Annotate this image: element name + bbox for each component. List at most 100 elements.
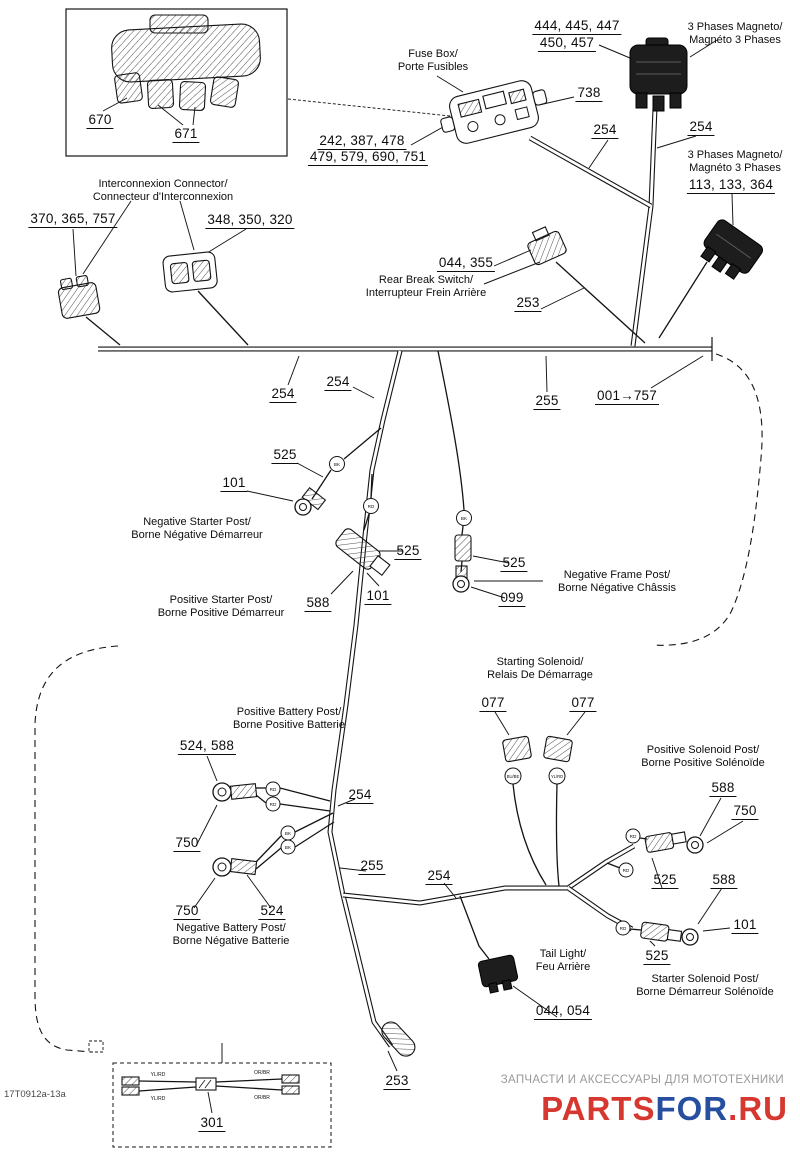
brand-ru: .RU: [728, 1090, 788, 1127]
fuse-box-component: [440, 80, 548, 144]
label-fuse-box-fr: Porte Fusibles: [397, 60, 469, 73]
label-negative-starter-post-fr: Borne Négative Démarreur: [131, 528, 263, 541]
multi-connector-670-671: [111, 14, 261, 112]
harness-lines: [98, 107, 713, 1048]
inset-reference-line: [287, 98, 451, 117]
callout-588-starter-solenoid: 588: [710, 872, 738, 889]
brand-for: FOR: [655, 1090, 729, 1127]
vehicle-outline-dashed: [34, 353, 763, 1053]
label-positive-solenoid-post-fr: Borne Positive Solénoïde: [641, 756, 765, 769]
wire-tag-rd: RD: [630, 834, 637, 839]
interconnect-connector-a: [57, 275, 101, 319]
callout-524-neg-battery: 524: [258, 903, 286, 920]
wire-tag-ylrd: YL/RD: [151, 1096, 166, 1102]
callout-525-pos-starter: 525: [394, 543, 422, 560]
callout-fusebox-line1: 242, 387, 478: [317, 133, 407, 150]
label-starting-solenoid: Starting Solenoid/ Relais De Démarrage: [487, 656, 593, 681]
label-rear-brake-switch-en: Rear Break Switch/: [378, 274, 474, 286]
harness-end-connector: [381, 1021, 416, 1057]
label-starter-solenoid-post-fr: Borne Démarreur Solénoïde: [636, 985, 774, 998]
label-negative-battery-post-en: Negative Battery Post/: [176, 922, 286, 934]
label-starting-solenoid-fr: Relais De Démarrage: [487, 668, 593, 681]
label-fuse-box: Fuse Box/ Porte Fusibles: [398, 48, 468, 73]
label-magneto-right-fr: Magnéto 3 Phases: [689, 161, 781, 174]
wire-tag-rd: RD: [270, 802, 277, 807]
brand-parts: PARTS: [541, 1090, 656, 1127]
callout-750-neg-battery: 750: [173, 903, 201, 920]
label-tail-light: Tail Light/ Feu Arrière: [536, 948, 590, 973]
callout-254-battery: 254: [346, 787, 374, 804]
drawing-id: 17T0912a-13a: [4, 1089, 66, 1100]
label-magneto-top-en: 3 Phases Magneto/: [687, 21, 783, 33]
negative-battery-ring-terminal: [212, 857, 258, 877]
positive-solenoid-post-assembly: [644, 831, 704, 854]
label-negative-frame-post: Negative Frame Post/ Borne Négative Châs…: [558, 569, 676, 594]
callout-magneto-line1: 444, 445, 447: [532, 18, 622, 35]
callout-254-spine-top: 254: [324, 374, 352, 391]
label-rear-brake-switch-fr: Interrupteur Frein Arrière: [365, 286, 487, 299]
label-magneto-top-fr: Magnéto 3 Phases: [689, 33, 781, 46]
label-positive-solenoid-post-en: Positive Solenoid Post/: [646, 744, 760, 756]
wire-color-tags: BK RD BK BU/BE YL/RD RD RD BK BK RD RD R…: [265, 456, 641, 936]
label-starter-solenoid-post: Starter Solenoid Post/ Borne Démarreur S…: [636, 973, 774, 998]
wire-tag-bk: BK: [285, 831, 292, 836]
wire-tag-bk: BK: [334, 462, 341, 467]
callout-525-neg-starter: 525: [271, 447, 299, 464]
wire-tag-rd: RD: [623, 868, 630, 873]
label-positive-starter-post-fr: Borne Positive Démarreur: [157, 606, 285, 619]
callout-077-left: 077: [479, 695, 507, 712]
label-positive-battery-post-fr: Borne Positive Batterie: [233, 718, 345, 731]
callout-254-rear-branch: 254: [425, 868, 453, 885]
wire-tag-rd: RD: [270, 787, 277, 792]
callout-588-pos-solenoid: 588: [709, 780, 737, 797]
callout-348-350-320: 348, 350, 320: [205, 212, 295, 229]
label-starting-solenoid-en: Starting Solenoid/: [496, 656, 584, 668]
label-magneto-right: 3 Phases Magneto/ Magnéto 3 Phases: [688, 149, 783, 174]
callout-magneto-line2: 450, 457: [537, 35, 597, 52]
callout-254-harness-left: 254: [269, 386, 297, 403]
label-starter-solenoid-post-en: Starter Solenoid Post/: [651, 973, 759, 985]
callout-525-pos-solenoid: 525: [651, 872, 679, 889]
rear-brake-switch-connector: [527, 226, 567, 266]
magneto-connector-right: [700, 219, 764, 280]
tail-light-connector: [477, 954, 519, 994]
callout-524-588: 524, 588: [177, 738, 237, 755]
wire-tag-orbr: OR/BR: [254, 1070, 270, 1076]
callout-101-pos-starter: 101: [364, 588, 392, 605]
wire-tag-bk: BK: [285, 845, 292, 850]
wire-tag-bube: BU/BE: [507, 774, 520, 779]
callout-670: 670: [86, 112, 114, 129]
label-interconnect-en: Interconnexion Connector/: [98, 178, 228, 190]
label-negative-starter-post-en: Negative Starter Post/: [143, 516, 251, 528]
magneto-connector-top: [629, 37, 688, 112]
wire-tag-rd: RD: [620, 926, 627, 931]
callout-253-brake-wire: 253: [514, 295, 542, 312]
wire-tag-ylrd: YL/RD: [151, 1072, 166, 1078]
callout-301: 301: [198, 1115, 226, 1132]
callout-254-fusebox-wire: 254: [591, 122, 619, 139]
label-interconnect: Interconnexion Connector/ Connecteur d'I…: [93, 178, 233, 203]
callout-255-spine: 255: [358, 858, 386, 875]
callout-255-harness: 255: [533, 393, 561, 410]
wire-tag-orbr: OR/BR: [254, 1095, 270, 1101]
inset-detail-box: [65, 8, 288, 157]
callout-077-right: 077: [569, 695, 597, 712]
watermark-brand-logo: PARTSFOR.RU: [541, 1090, 788, 1128]
callout-fusebox-line2: 479, 579, 690, 751: [307, 149, 429, 166]
label-negative-starter-post: Negative Starter Post/ Borne Négative Dé…: [131, 516, 262, 541]
label-positive-starter-post: Positive Starter Post/ Borne Positive Dé…: [158, 594, 285, 619]
starter-solenoid-post-assembly: [640, 921, 699, 946]
label-rear-brake-switch: Rear Break Switch/ Interrupteur Frein Ar…: [366, 274, 486, 299]
wire-tag-bk: BK: [461, 516, 468, 521]
callout-101-starter-solenoid: 101: [731, 917, 759, 934]
callout-254-magneto-wire: 254: [687, 119, 715, 136]
label-negative-battery-post-fr: Borne Négative Batterie: [172, 934, 290, 947]
callout-525-starter-solenoid: 525: [643, 948, 671, 965]
label-magneto-right-en: 3 Phases Magneto/: [687, 149, 783, 161]
callout-750-pos-solenoid: 750: [731, 803, 759, 820]
wire-tag-ylrd: YL/RD: [551, 774, 563, 779]
callout-370-365-757: 370, 365, 757: [28, 211, 118, 228]
callout-738: 738: [575, 85, 603, 102]
